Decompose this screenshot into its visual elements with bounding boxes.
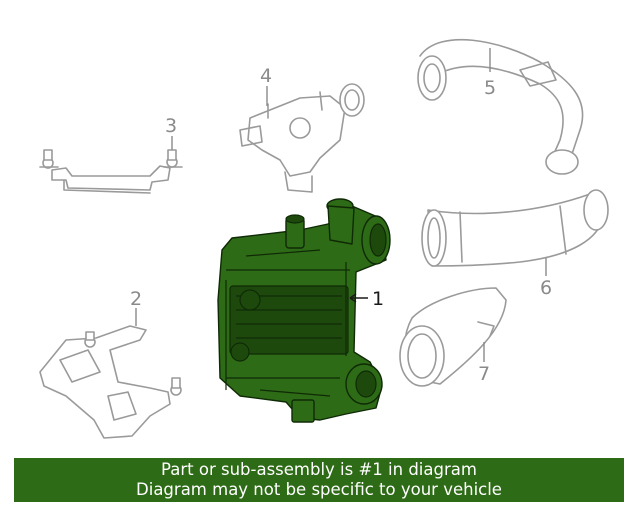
part-1-intercooler[interactable] <box>217 198 391 423</box>
part-2-bracket[interactable] <box>39 325 182 439</box>
banner-line-1: Part or sub-assembly is #1 in diagram <box>161 460 477 479</box>
part-4-valve[interactable] <box>239 83 365 193</box>
callout-3[interactable]: 3 <box>165 115 177 137</box>
callout-4[interactable]: 4 <box>260 65 272 87</box>
part-7-hose[interactable] <box>399 287 507 387</box>
banner-line-2: Diagram may not be specific to your vehi… <box>136 480 502 499</box>
callout-7[interactable]: 7 <box>478 363 490 385</box>
callout-2[interactable]: 2 <box>130 288 142 310</box>
part-6-pipe[interactable] <box>421 189 609 267</box>
part-3-bracket[interactable] <box>39 149 183 194</box>
callout-1[interactable]: 1 <box>372 288 384 310</box>
part-5-hose[interactable] <box>417 38 584 175</box>
callout-1-arrowhead <box>349 293 357 303</box>
callout-5[interactable]: 5 <box>484 77 496 99</box>
info-banner: Part or sub-assembly is #1 in diagram Di… <box>14 458 624 502</box>
callout-6[interactable]: 6 <box>540 277 552 299</box>
parts-diagram: 3 4 5 6 7 <box>39 38 609 439</box>
